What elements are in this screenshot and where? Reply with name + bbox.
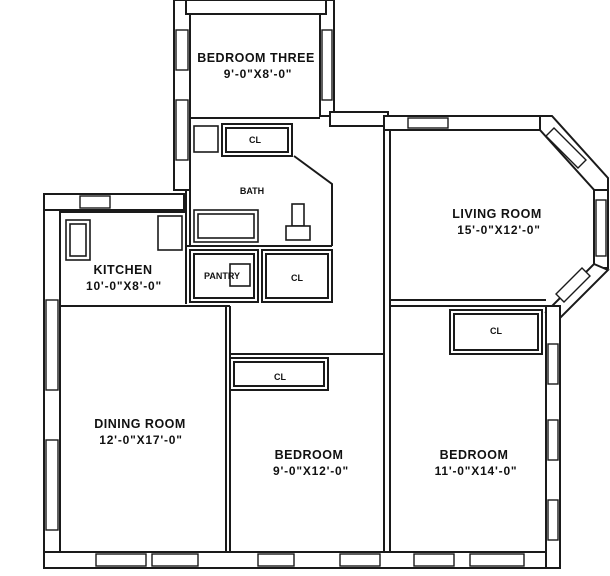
toilet (291, 203, 305, 227)
bedroom-right-closet-label: CL (490, 326, 502, 336)
dining-room-size: 12'-0"X17'-0" (99, 433, 183, 447)
bath-closet-label: CL (249, 135, 261, 145)
bedroom-three-name: BEDROOM THREE (197, 51, 315, 65)
fixtures (65, 125, 311, 287)
hall-closet-label: CL (291, 273, 303, 283)
bath-label: BATH (240, 186, 264, 196)
bedroom-middle-name: BEDROOM (275, 448, 344, 462)
bedroom-right-size: 11'-0"X14'-0" (435, 464, 518, 478)
bedroom-right-name: BEDROOM (440, 448, 509, 462)
bedroom-middle-closet-label: CL (274, 372, 286, 382)
windows (45, 29, 607, 567)
sink (193, 125, 219, 153)
bedroom-three-size: 9'-0"X8'-0" (224, 67, 293, 81)
kitchen-size: 10'-0"X8'-0" (86, 279, 162, 293)
kitchen-name: KITCHEN (93, 263, 152, 277)
pantry-label: PANTRY (204, 271, 240, 281)
stove (157, 215, 183, 251)
living-room-name: LIVING ROOM (452, 207, 542, 221)
living-room-size: 15'-0"X12'-0" (457, 223, 541, 237)
dining-room-name: DINING ROOM (94, 417, 186, 431)
interior-walls (60, 117, 546, 552)
bedroom-middle-size: 9'-0"X12'-0" (273, 464, 349, 478)
